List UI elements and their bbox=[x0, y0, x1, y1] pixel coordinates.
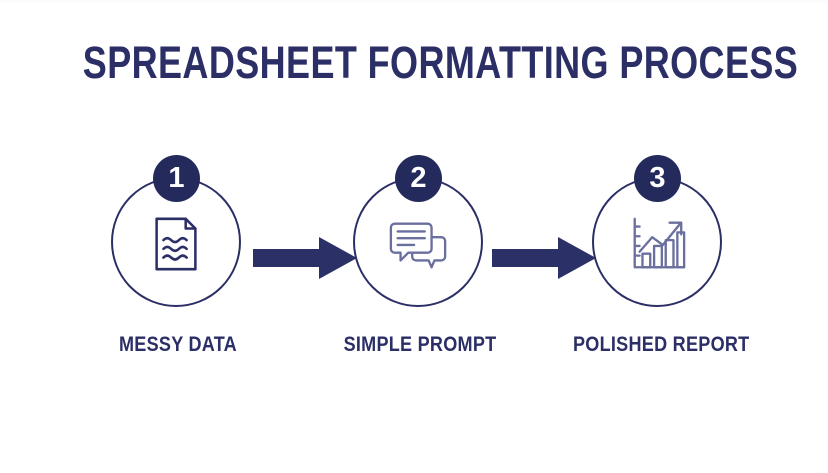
page-title: SPREADSHEET FORMATTING PROCESS bbox=[82, 37, 799, 88]
arrow-step1-to-step2 bbox=[253, 235, 357, 281]
bar-chart-growth-icon bbox=[626, 213, 688, 275]
step-1-label: MESSY DATA bbox=[119, 333, 237, 356]
speech-bubbles-icon bbox=[387, 213, 449, 275]
document-squiggle-icon bbox=[145, 213, 207, 275]
process-step-1: 1 MESSY DATA bbox=[78, 155, 278, 370]
step-2-label: SIMPLE PROMPT bbox=[343, 333, 497, 356]
process-steps-row: 1 MESSY DATA 2 bbox=[0, 155, 828, 375]
process-step-3: 3 POLISHED REPORT bbox=[559, 155, 759, 370]
top-edge-strip bbox=[0, 0, 828, 3]
step-3-label: POLISHED REPORT bbox=[573, 333, 750, 356]
arrow-step2-to-step3 bbox=[492, 235, 596, 281]
step-3-number-badge: 3 bbox=[634, 155, 681, 202]
process-step-2: 2 SIMPLE PROMPT bbox=[320, 155, 520, 370]
step-1-number-badge: 1 bbox=[153, 155, 200, 202]
step-2-number-badge: 2 bbox=[395, 155, 442, 202]
